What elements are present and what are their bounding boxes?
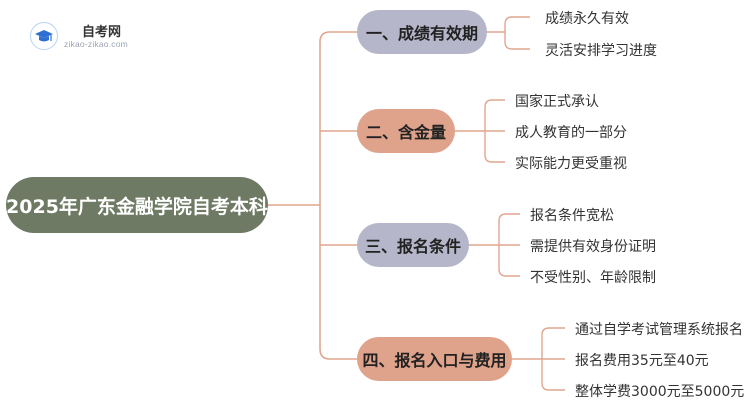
- site-logo[interactable]: 自考网 zikao-zikao.com: [30, 20, 180, 52]
- graduation-cap-icon: [30, 22, 58, 50]
- leaf-4-2: 报名费用35元至40元: [575, 353, 709, 369]
- leaf-bracket-4: [512, 327, 565, 391]
- leaf-3-3: 不受性别、年龄限制: [530, 270, 656, 286]
- branch-node-3: 三、报名条件: [357, 223, 469, 267]
- leaf-bracket-2: [455, 99, 505, 163]
- leaf-1-1: 成绩永久有效: [545, 11, 629, 27]
- leaf-1-2: 灵活安排学习进度: [545, 43, 657, 59]
- leaf-2-3: 实际能力更受重视: [515, 156, 627, 172]
- leaf-bracket-1: [487, 16, 530, 50]
- root-node: 2025年广东金融学院自考本科: [6, 177, 268, 233]
- trunk-line: [319, 31, 357, 360]
- leaf-4-1: 通过自学考试管理系统报名: [575, 322, 743, 338]
- leaf-2-1: 国家正式承认: [515, 94, 599, 110]
- leaf-2-2: 成人教育的一部分: [515, 125, 627, 141]
- leaf-3-1: 报名条件宽松: [530, 208, 614, 224]
- branch-node-2: 二、含金量: [357, 109, 455, 153]
- leaf-bracket-3: [469, 213, 520, 277]
- branch-node-4: 四、报名入口与费用: [357, 337, 512, 381]
- leaf-3-2: 需提供有效身份证明: [530, 239, 656, 255]
- logo-name: 自考网: [82, 25, 122, 40]
- branch-node-1: 一、成绩有效期: [357, 10, 487, 54]
- logo-url: zikao-zikao.com: [64, 39, 128, 49]
- leaf-4-3: 整体学费3000元至5000元: [575, 384, 745, 400]
